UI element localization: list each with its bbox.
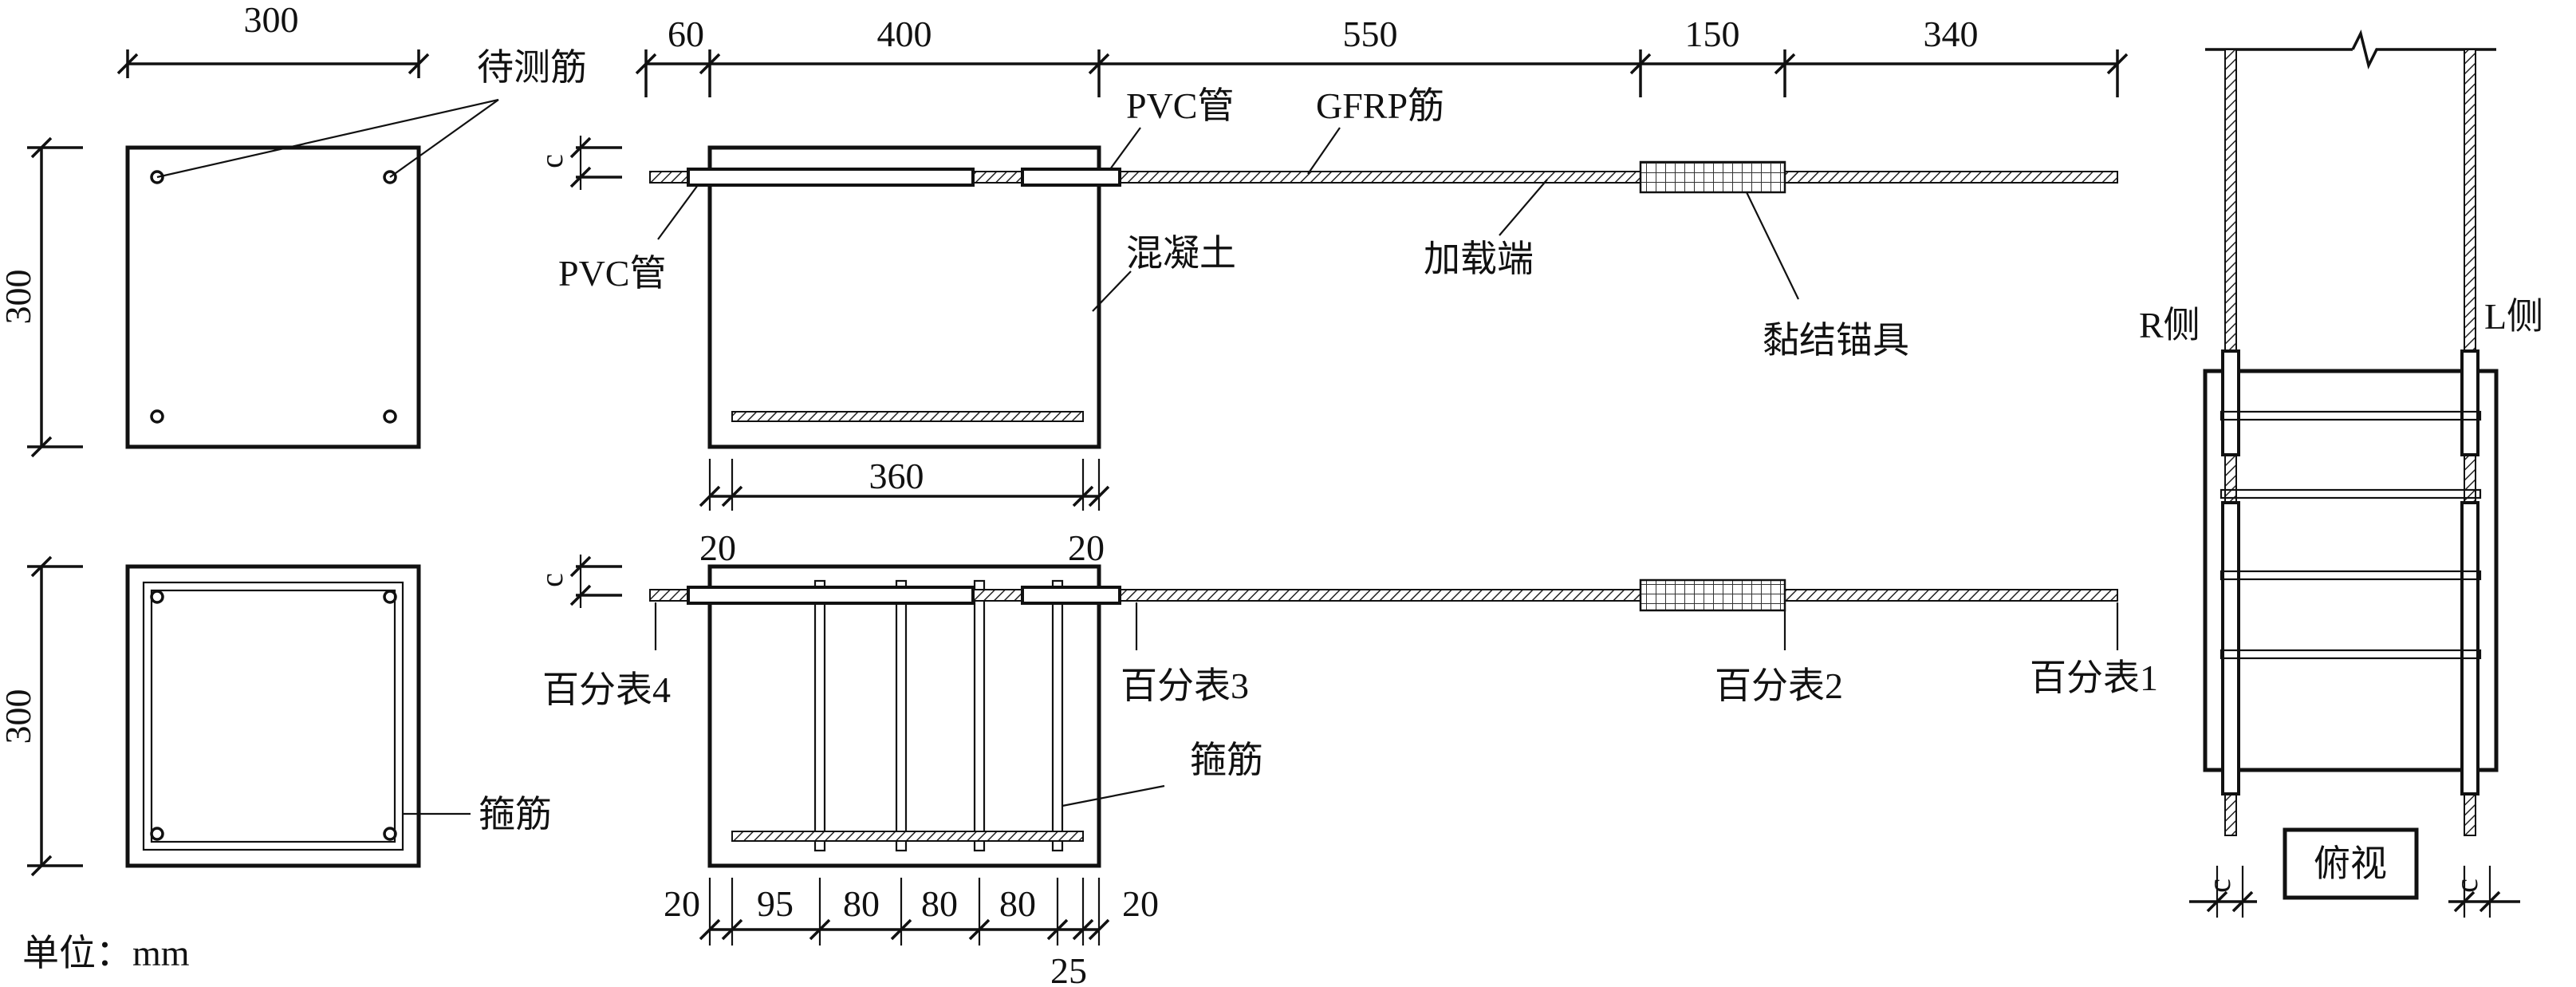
pvc-tube-left xyxy=(687,168,975,187)
top-view-label-box xyxy=(2283,827,2419,900)
l-side-label: L侧 xyxy=(2484,296,2543,337)
dim-b-20-right: 20 xyxy=(1122,883,1159,924)
section-outline xyxy=(125,145,421,449)
dim-b-80-2: 80 xyxy=(921,883,958,924)
pvc-top-label: PVC管 xyxy=(1126,85,1234,126)
height-dim-label-bottom: 300 xyxy=(0,689,38,744)
concrete-label: 混凝土 xyxy=(1126,233,1236,274)
stirrup-2 xyxy=(895,579,908,852)
bond-anchor-top xyxy=(1639,160,1786,194)
dim-340: 340 xyxy=(1924,14,1979,54)
concrete-block-bottom xyxy=(707,564,1101,868)
stirrup-label-section: 箍筋 xyxy=(479,794,552,835)
bond-anchor-bottom xyxy=(1639,578,1786,612)
stirrup-1 xyxy=(813,579,826,852)
gauge-3-label: 百分表3 xyxy=(1121,665,1249,706)
dim-360: 360 xyxy=(869,456,924,496)
top-view-cover-left: c xyxy=(2201,878,2237,893)
test-bar-bl xyxy=(150,409,164,424)
top-view-cover-right: c xyxy=(2448,878,2484,893)
bottom-rebar-bottom xyxy=(731,831,1084,842)
concrete-block-top xyxy=(707,145,1101,449)
pvc-tube-right xyxy=(1021,168,1121,187)
cover-c-bottom: c xyxy=(534,573,569,587)
dim-b-80-3: 80 xyxy=(999,883,1036,924)
test-bar-tl xyxy=(150,170,164,184)
top-view-block xyxy=(2203,369,2499,772)
stirrup-label-elevation: 箍筋 xyxy=(1190,740,1263,780)
test-bar-br xyxy=(383,409,397,424)
top-view-label: 俯视 xyxy=(2314,843,2387,884)
test-bar-tr xyxy=(383,170,397,184)
cross-section-bottom: 300 箍筋 xyxy=(0,555,552,877)
dim-b-20-left: 20 xyxy=(664,883,700,924)
width-dim-label: 300 xyxy=(244,0,299,40)
gfrp-label: GFRP筋 xyxy=(1316,85,1444,126)
pvc-tube-right-bottom xyxy=(1021,586,1121,605)
bottom-rebar-top xyxy=(731,411,1084,422)
dim-b-80-1: 80 xyxy=(843,883,880,924)
units-note: 单位：mm xyxy=(22,933,190,973)
gauge-1-label: 百分表1 xyxy=(2030,657,2158,698)
dim-b-95: 95 xyxy=(757,883,794,924)
cross-section-top: 300 300 待测筋 xyxy=(0,0,587,458)
elevation-top: 60 400 550 150 340 c PVC管 GFRP筋 PVC管 混凝土… xyxy=(534,14,2129,568)
cover-c-top: c xyxy=(534,154,569,168)
dim-60: 60 xyxy=(668,14,704,54)
stirrup-4 xyxy=(1051,579,1064,852)
pvc-tube-left-bottom xyxy=(687,586,975,605)
dim-20-left: 20 xyxy=(699,527,736,568)
dim-150: 150 xyxy=(1685,14,1740,54)
elevation-bottom: c 百分表4 百分表3 百分表2 百分表1 箍筋 xyxy=(534,555,2158,987)
dim-20-right: 20 xyxy=(1068,527,1105,568)
top-view: R侧 L侧 俯视 c c xyxy=(2139,29,2543,918)
gauge-4-label: 百分表4 xyxy=(542,669,671,710)
gauge-2-label: 百分表2 xyxy=(1715,665,1843,706)
pvc-left-label: PVC管 xyxy=(558,253,666,294)
loading-end-label: 加载端 xyxy=(1424,239,1534,279)
dim-400: 400 xyxy=(877,14,932,54)
dim-550: 550 xyxy=(1343,14,1398,54)
anchor-label: 黏结锚具 xyxy=(1763,320,1909,361)
section-outline-bottom xyxy=(125,564,421,868)
r-side-label: R侧 xyxy=(2139,305,2200,345)
stirrup-3 xyxy=(973,579,986,852)
height-dim-label-top: 300 xyxy=(0,270,38,325)
test-bar-label: 待测筋 xyxy=(477,47,587,88)
dim-b-25: 25 xyxy=(1050,950,1087,987)
